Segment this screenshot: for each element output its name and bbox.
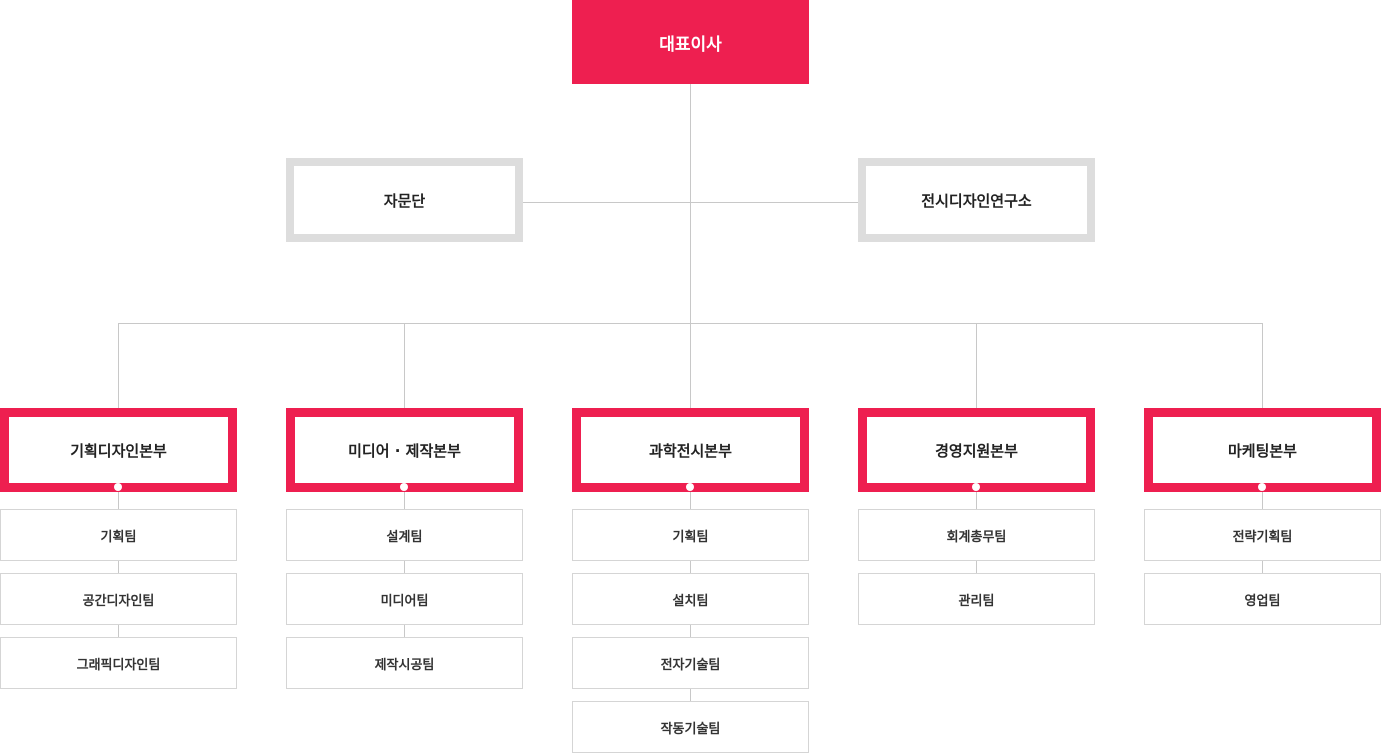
division-label: 경영지원본부 [935,441,1018,460]
team-box: 기획팀 [572,509,809,561]
connector-dot [972,483,980,491]
team-label: 그래픽디자인팀 [76,657,161,673]
team-label: 회계총무팀 [946,529,1007,545]
connector-trunk [690,84,691,408]
division-label: 과학전시본부 [649,441,732,460]
connector-advisory [523,202,858,203]
team-label: 전략기획팀 [1232,529,1293,545]
team-box: 회계총무팀 [858,509,1095,561]
advisory-label: 전시디자인연구소 [921,191,1032,210]
connector-team [404,492,405,637]
connector-team [118,492,119,637]
team-box: 전자기술팀 [572,637,809,689]
connector-dot [1258,483,1266,491]
team-label: 작동기술팀 [660,721,721,737]
team-label: 설계팀 [386,529,423,545]
team-label: 제작시공팀 [374,657,435,673]
division-box-management-support: 경영지원본부 [858,408,1095,492]
team-label: 영업팀 [1244,593,1281,609]
ceo-box: 대표이사 [572,0,809,84]
team-box: 제작시공팀 [286,637,523,689]
division-label: 미디어 · 제작본부 [348,441,461,460]
team-box: 설치팀 [572,573,809,625]
team-box: 그래픽디자인팀 [0,637,237,689]
division-label: 기획디자인본부 [70,441,167,460]
division-box-media-production: 미디어 · 제작본부 [286,408,523,492]
team-box: 작동기술팀 [572,701,809,753]
team-label: 미디어팀 [380,593,429,609]
connector-dot [400,483,408,491]
team-label: 기획팀 [672,529,709,545]
connector-division-2 [404,323,405,408]
advisory-box-research: 전시디자인연구소 [858,158,1095,242]
division-label: 마케팅본부 [1227,441,1297,460]
team-box: 미디어팀 [286,573,523,625]
team-box: 전략기획팀 [1144,509,1381,561]
team-label: 관리팀 [958,593,995,609]
ceo-label: 대표이사 [659,34,722,55]
connector-dot [114,483,122,491]
team-box: 관리팀 [858,573,1095,625]
advisory-box-consulting: 자문단 [286,158,523,242]
team-box: 설계팀 [286,509,523,561]
team-box: 영업팀 [1144,573,1381,625]
team-box: 기획팀 [0,509,237,561]
connector-division-1 [118,323,119,408]
team-label: 전자기술팀 [660,657,721,673]
team-label: 설치팀 [672,593,709,609]
advisory-label: 자문단 [383,191,426,210]
division-box-marketing: 마케팅본부 [1144,408,1381,492]
connector-division-5 [1262,323,1263,408]
team-label: 기획팀 [100,529,137,545]
team-label: 공간디자인팀 [82,593,155,609]
division-box-science-exhibition: 과학전시본부 [572,408,809,492]
team-box: 공간디자인팀 [0,573,237,625]
connector-dot [686,483,694,491]
connector-divisions-horizontal [118,323,1263,324]
connector-division-4 [976,323,977,408]
division-box-planning-design: 기획디자인본부 [0,408,237,492]
